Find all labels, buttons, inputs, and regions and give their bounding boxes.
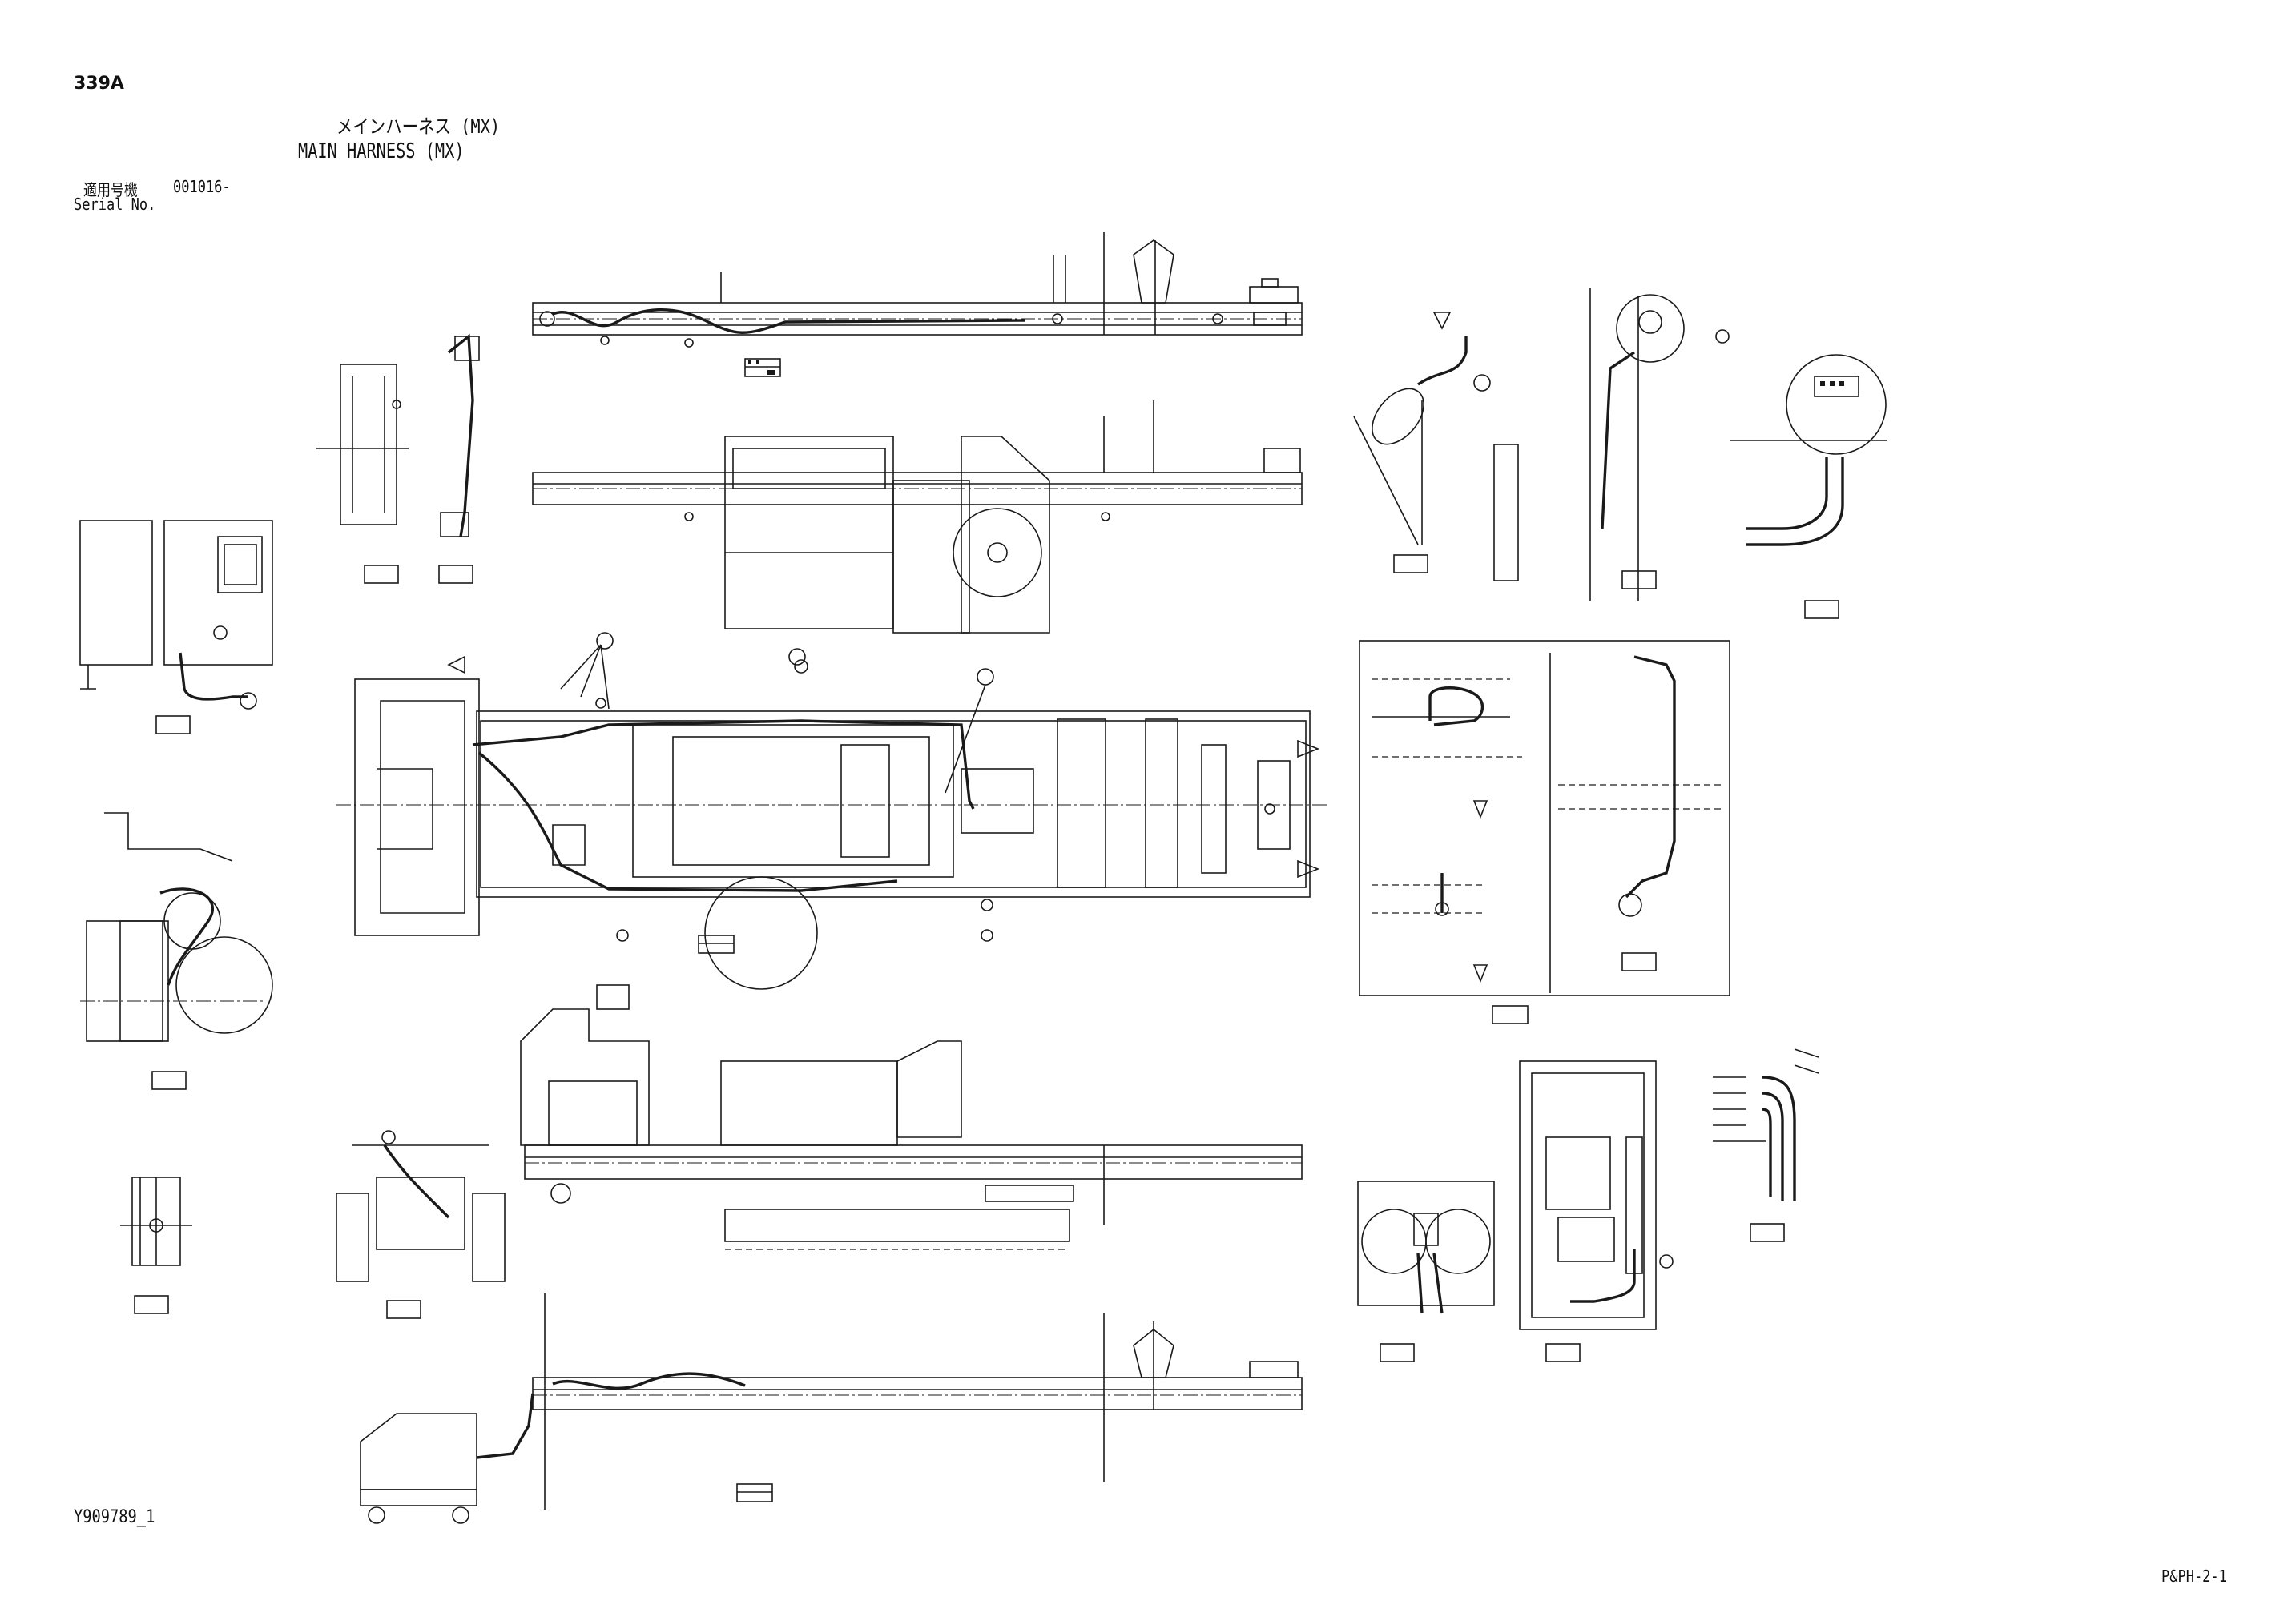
detail-view-y — [1353, 312, 1519, 581]
page-number: 339A — [74, 74, 124, 94]
detail-view-x — [1359, 640, 1730, 1024]
serial-value: 001016- — [173, 177, 231, 196]
serial-label-english: Serial No. — [74, 195, 156, 214]
section-label-bottom — [736, 1483, 773, 1502]
title-japanese: メインハーネス (MX) — [336, 115, 501, 138]
detail-view-connectors — [1713, 1048, 1819, 1242]
detail-view-left-bottom — [120, 1177, 192, 1314]
rear-view-wheels — [336, 1130, 506, 1319]
detail-view-bottom-left — [1357, 1181, 1495, 1362]
detail-view-z — [1730, 354, 1887, 619]
side-view-third — [520, 984, 1303, 1250]
serial-label-japanese: 適用号機 — [83, 180, 138, 199]
section-view-r — [316, 364, 409, 584]
plan-view-main — [336, 632, 1330, 990]
side-view-second — [532, 400, 1303, 634]
drawing-number: Y909789_1 — [74, 1507, 155, 1527]
section-view-s — [438, 333, 480, 584]
section-label-plan — [698, 935, 735, 954]
detail-view-left-top — [79, 520, 273, 734]
title-english: MAIN HARNESS (MX) — [298, 139, 465, 163]
section-label-p — [744, 358, 781, 377]
side-view-top — [532, 232, 1303, 348]
page-reference: P&PH-2-1 — [2161, 1567, 2227, 1586]
detail-view-center — [1589, 288, 1730, 601]
detail-view-panel — [1519, 1060, 1674, 1362]
side-view-bottom — [360, 1293, 1303, 1524]
detail-view-left-middle — [80, 812, 273, 1090]
